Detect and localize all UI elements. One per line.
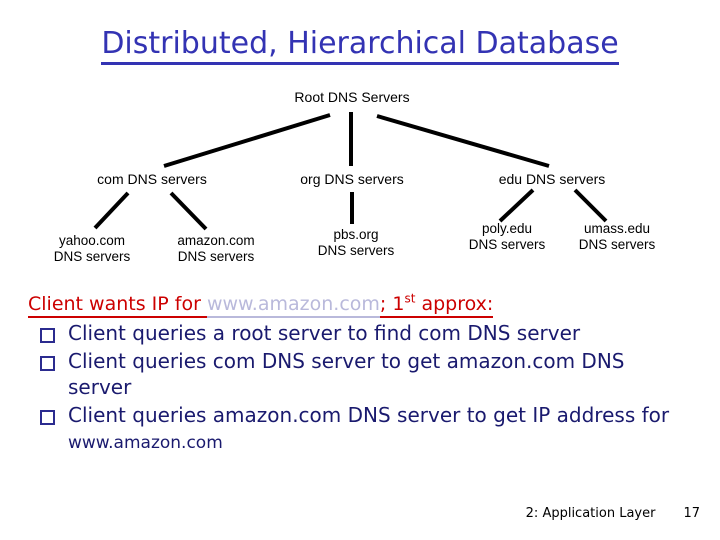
section-heading: Client wants IP for www.amazon.com; 1st … [28, 291, 494, 318]
edge-edu-poly [498, 188, 535, 223]
heading-url-link[interactable]: www.amazon.com [206, 293, 380, 318]
tree-node-umass-line2: DNS servers [578, 237, 656, 252]
edge-com-yahoo [93, 191, 130, 230]
page-title: Distributed, Hierarchical Database [0, 26, 720, 65]
tree-node-edu: edu DNS servers [498, 171, 606, 187]
tree-node-yahoo-line2: DNS servers [53, 249, 131, 264]
edge-edu-umass [573, 188, 608, 223]
tree-node-yahoo-line1: yahoo.com [58, 233, 126, 248]
tree-node-amazon: amazon.com DNS servers [152, 233, 280, 265]
steps-list: Client queries a root server to find com… [40, 320, 680, 458]
tree-node-root: Root DNS Servers [294, 89, 410, 105]
tree-node-poly-line1: poly.edu [481, 221, 533, 236]
list-item-text: Client queries a root server to find com… [68, 321, 581, 345]
tree-node-poly: poly.edu DNS servers [452, 221, 562, 253]
edge-root-com [163, 113, 331, 168]
tree-node-pbs-line1: pbs.org [333, 227, 379, 242]
heading-superscript: st [404, 291, 416, 306]
edge-root-edu [376, 114, 550, 168]
square-bullet-icon [40, 328, 55, 343]
tree-node-umass: umass.edu DNS servers [554, 221, 680, 253]
tree-node-amazon-line1: amazon.com [177, 233, 255, 248]
list-item: Client queries a root server to find com… [40, 320, 680, 346]
list-item-text: Client queries com DNS server to get ama… [68, 349, 625, 399]
dns-hierarchy-diagram: Root DNS Servers com DNS servers org DNS… [24, 89, 680, 265]
heading-part2-post: approx: [415, 293, 494, 318]
square-bullet-icon [40, 356, 55, 371]
list-item: Client queries amazon.com DNS server to … [40, 402, 680, 456]
page-title-text: Distributed, Hierarchical Database [101, 26, 619, 65]
tree-node-pbs-line2: DNS servers [317, 243, 395, 258]
tree-node-amazon-line2: DNS servers [177, 249, 255, 264]
heading-part2-pre: ; 1 [379, 293, 405, 318]
slide-footer: 2: Application Layer 17 [0, 506, 700, 521]
tree-connector-lines [93, 112, 608, 231]
square-bullet-icon [40, 410, 55, 425]
tree-node-pbs: pbs.org DNS servers [296, 227, 416, 259]
heading-part1: Client wants IP for [28, 293, 207, 318]
list-item-text: Client queries amazon.com DNS server to … [68, 402, 680, 456]
list-item-url: www.amazon.com [68, 433, 223, 453]
tree-node-umass-line1: umass.edu [583, 221, 651, 236]
footer-page-number: 17 [683, 506, 700, 521]
footer-chapter: 2: Application Layer [525, 506, 656, 521]
tree-node-yahoo: yahoo.com DNS servers [24, 233, 160, 265]
tree-node-com: com DNS servers [97, 171, 207, 187]
list-item: Client queries com DNS server to get ama… [40, 348, 680, 400]
edge-com-amazon [169, 191, 208, 231]
tree-node-poly-line2: DNS servers [468, 237, 546, 252]
list-item-text-main: Client queries amazon.com DNS server to … [68, 403, 670, 427]
tree-node-org: org DNS servers [300, 171, 404, 187]
